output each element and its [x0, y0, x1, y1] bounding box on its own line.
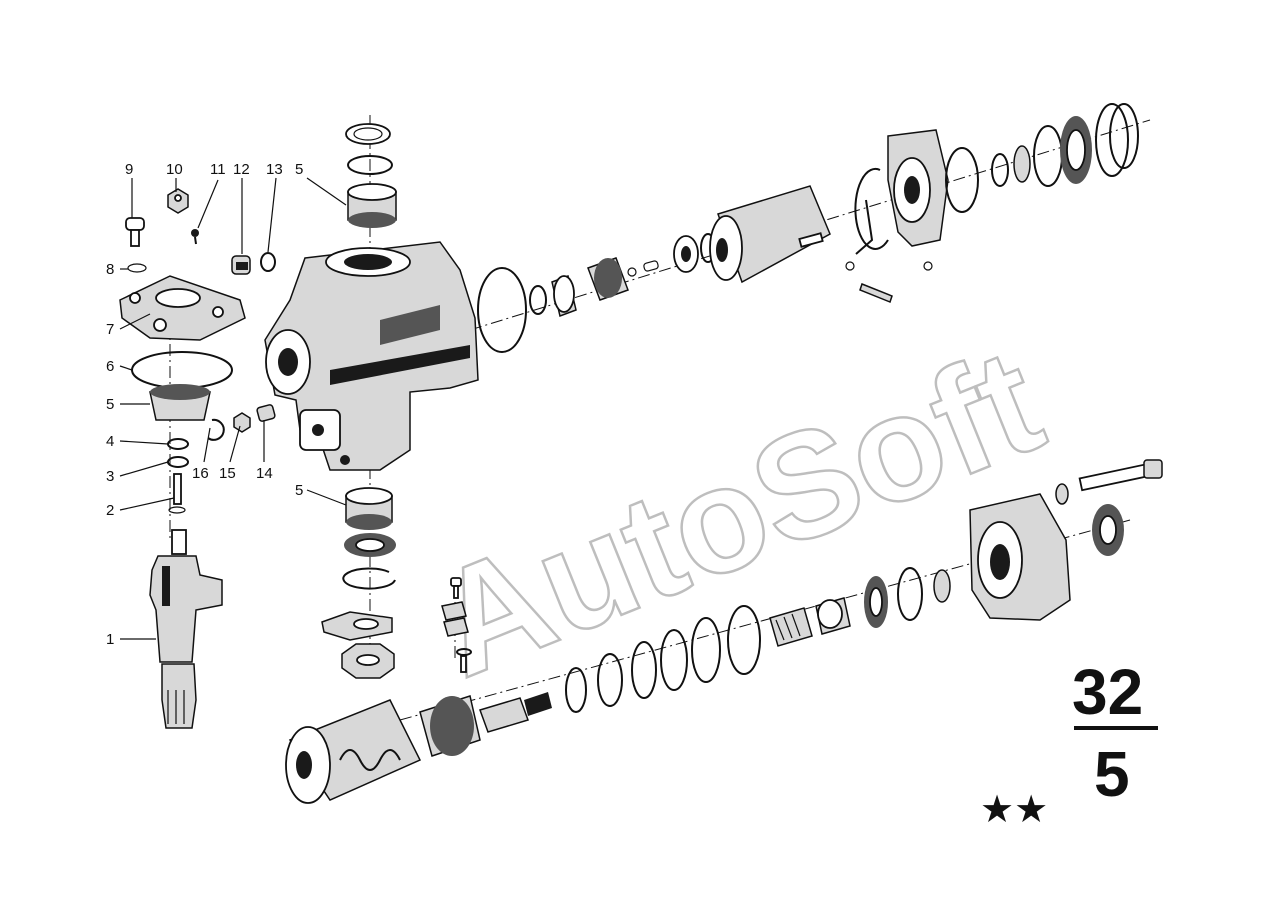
group-main-number: 32: [1072, 656, 1143, 728]
bearing-ring-top: [345, 123, 391, 145]
circlip-lower: [342, 567, 396, 590]
leader-lines: [119, 177, 347, 640]
grub-screw-14: [256, 404, 276, 422]
label-5-left: 5: [106, 396, 114, 413]
group-divider: [1074, 726, 1158, 730]
cover-plate-7: [119, 275, 246, 341]
star-icon: ★★: [980, 787, 1048, 831]
gasket-ring-6: [131, 351, 233, 389]
label-11: 11: [210, 161, 226, 178]
group-sub-number: 5: [1094, 738, 1130, 810]
ball-bearing: [344, 533, 396, 557]
label-15: 15: [219, 465, 236, 482]
pin-2: [168, 473, 186, 514]
bushing-5-left: [149, 384, 211, 421]
washer-4: [167, 438, 189, 450]
label-9: 9: [125, 161, 133, 178]
group-number: 32 5 ★★: [980, 656, 1158, 831]
needle-bearing-5-top: [347, 183, 397, 228]
circlip-16: [207, 418, 225, 441]
label-8: 8: [106, 261, 114, 278]
screw-small-lower: [441, 577, 472, 673]
nut-10: [167, 188, 189, 214]
label-16: 16: [192, 465, 209, 482]
label-2: 2: [106, 502, 114, 519]
label-4: 4: [106, 433, 114, 450]
upper-axis-parts: [477, 103, 1139, 353]
label-10: 10: [166, 161, 183, 178]
nut-15: [233, 412, 251, 433]
watermark: AutoSoft: [412, 316, 1062, 709]
label-6: 6: [106, 358, 114, 375]
washer-8: [127, 263, 147, 273]
sector-shaft-1: [149, 529, 223, 729]
label-7: 7: [106, 321, 114, 338]
seal-ring-13: [260, 252, 276, 272]
label-3: 3: [106, 468, 114, 485]
lock-plate: [321, 611, 393, 641]
part-labels: 9 10 11 12 13 5 8 7 6 5 4 3 2 1 16 15 14…: [106, 161, 303, 648]
label-13: 13: [266, 161, 283, 178]
label-5-bottom: 5: [295, 482, 303, 499]
steering-gear-housing: [264, 241, 479, 471]
label-12: 12: [233, 161, 250, 178]
needle-bearing-5-bottom: [345, 487, 393, 530]
plug-12: [231, 255, 251, 275]
washer-3: [167, 456, 189, 468]
screw-11: [191, 229, 199, 245]
label-14: 14: [256, 465, 273, 482]
label-5-top: 5: [295, 161, 303, 178]
lower-axis-parts: [285, 459, 1163, 804]
seal-ring-top: [347, 155, 393, 175]
hex-nut-lower: [341, 643, 395, 679]
screw-9: [125, 217, 145, 247]
label-1: 1: [106, 631, 114, 648]
